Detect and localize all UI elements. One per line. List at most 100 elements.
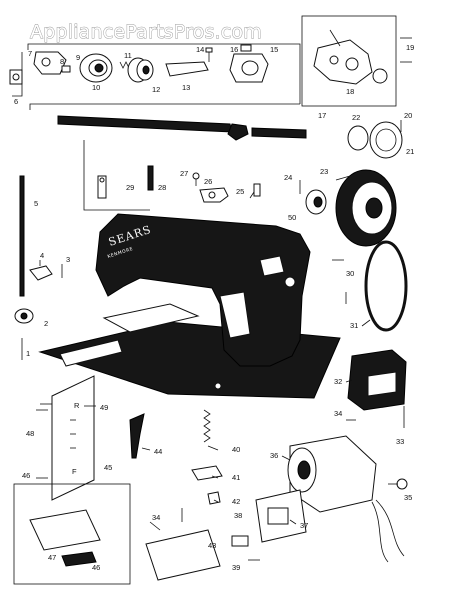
label-19: 19 <box>406 43 414 52</box>
label-49: 49 <box>100 403 108 412</box>
label-41: 41 <box>232 473 240 482</box>
label-36: 36 <box>270 451 278 460</box>
label-16: 16 <box>230 45 238 54</box>
part-27 <box>192 172 200 186</box>
part-28-pin <box>147 165 154 191</box>
label-6: 6 <box>14 97 18 106</box>
part-48-screws <box>36 409 48 479</box>
label-23: 23 <box>320 167 328 176</box>
leader-lines <box>40 191 371 525</box>
label-12: 12 <box>152 85 160 94</box>
plate-mark-r: R <box>74 401 80 410</box>
motor-cord <box>375 499 405 557</box>
part-45-box <box>13 483 131 585</box>
needle-bar-group <box>14 175 63 360</box>
lower-center-parts <box>145 409 260 581</box>
label-33: 33 <box>396 437 404 446</box>
lower-left-parts: R F <box>13 375 145 585</box>
label-31: 31 <box>350 321 358 330</box>
part-47-plate <box>29 509 101 551</box>
slide-plate <box>102 303 200 333</box>
part-29 <box>97 175 107 199</box>
label-11: 11 <box>124 51 132 60</box>
part-2 <box>14 308 34 324</box>
top-left-parts-group <box>9 43 301 104</box>
label-24: 24 <box>284 173 292 182</box>
label-34-right: 34 <box>334 409 342 418</box>
callout-labels: 1 2 3 4 5 6 7 8 9 10 11 12 13 14 15 16 1… <box>14 43 414 572</box>
label-4: 4 <box>40 251 44 260</box>
label-28: 28 <box>158 183 166 192</box>
label-15: 15 <box>270 45 278 54</box>
label-29: 29 <box>126 183 134 192</box>
part-8 <box>61 65 71 73</box>
part-19 <box>400 37 412 63</box>
label-35: 35 <box>404 493 412 502</box>
label-48: 48 <box>26 429 34 438</box>
part-44 <box>129 413 145 459</box>
part-43-feed-plate <box>145 529 221 581</box>
part-22 <box>347 125 369 151</box>
part-6 <box>9 69 23 85</box>
part-5-rod <box>19 175 25 297</box>
part-35 <box>388 478 408 490</box>
plate-mark-f: F <box>72 467 77 476</box>
machine-head: SEARS KENMORE <box>38 213 341 399</box>
label-5: 5 <box>34 199 38 208</box>
right-mid-parts <box>332 259 407 428</box>
label-21: 21 <box>406 147 414 156</box>
small-parts-group <box>83 140 261 211</box>
label-3: 3 <box>66 255 70 264</box>
part-31-belt <box>364 240 408 332</box>
label-50: 50 <box>288 213 296 222</box>
part-12 <box>127 57 154 83</box>
part-7 <box>33 51 67 75</box>
part-4 <box>29 260 53 281</box>
part-14 <box>205 47 213 62</box>
part-13 <box>165 61 209 77</box>
motor-group <box>255 419 408 563</box>
part-21 <box>369 121 403 159</box>
label-7: 7 <box>28 49 32 58</box>
label-45: 45 <box>104 463 112 472</box>
label-38: 38 <box>234 511 242 520</box>
label-25: 25 <box>236 187 244 196</box>
part-25 <box>253 183 261 197</box>
label-17: 17 <box>318 111 326 120</box>
part-38 <box>231 535 249 547</box>
label-40: 40 <box>232 445 240 454</box>
part-46-clip <box>61 551 97 567</box>
watermark: AppliancePartsPros.com <box>30 21 262 43</box>
label-46-upper: 46 <box>22 471 30 480</box>
label-10: 10 <box>92 83 100 92</box>
label-32: 32 <box>334 377 342 386</box>
part-26 <box>199 187 229 203</box>
label-14: 14 <box>196 45 204 54</box>
part-42 <box>207 491 221 505</box>
handwheel-group <box>299 120 408 332</box>
machine-arm <box>95 213 311 367</box>
label-34-left: 34 <box>152 513 160 522</box>
label-18: 18 <box>346 87 354 96</box>
label-27: 27 <box>180 169 188 178</box>
label-43: 43 <box>208 541 216 550</box>
label-39: 39 <box>232 563 240 572</box>
part-49-plate: R F <box>51 375 95 501</box>
part-24-50 <box>299 180 327 215</box>
label-8: 8 <box>60 57 64 66</box>
part-40-spring <box>203 409 211 443</box>
part-23 <box>335 169 397 247</box>
label-37: 37 <box>300 521 308 530</box>
label-13: 13 <box>182 83 190 92</box>
label-2: 2 <box>44 319 48 328</box>
part-18 <box>313 29 388 85</box>
part-10 <box>79 53 113 83</box>
label-9: 9 <box>76 53 80 62</box>
label-22: 22 <box>352 113 360 122</box>
label-26: 26 <box>204 177 212 186</box>
label-20: 20 <box>404 111 412 120</box>
label-44: 44 <box>154 447 162 456</box>
label-42: 42 <box>232 497 240 506</box>
main-shaft <box>29 103 307 141</box>
